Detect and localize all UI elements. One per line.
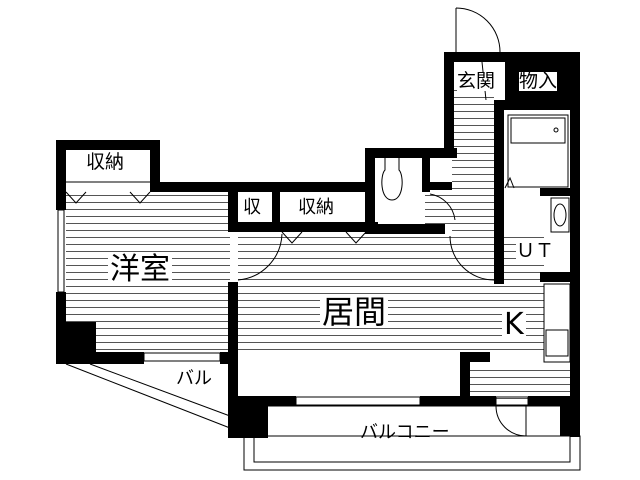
- label-living: 居間: [320, 293, 389, 331]
- label-storeroom: 物入: [519, 70, 558, 92]
- label-western-room: 洋室: [108, 252, 172, 287]
- label-balcony-side: バル: [176, 368, 212, 389]
- label-entrance: 玄関: [457, 70, 496, 92]
- label-unit-bath: ＵＴ: [516, 240, 555, 262]
- balconies: [65, 363, 581, 471]
- flooring-hatch: [66, 90, 576, 399]
- closet-fronts: [65, 181, 367, 244]
- label-kitchen: K: [502, 307, 526, 342]
- label-closet-western: 収納: [86, 151, 125, 173]
- walls: [56, 52, 580, 438]
- fixtures: [381, 114, 571, 363]
- label-balcony-main: バルコニー: [360, 422, 450, 443]
- label-closet-living: 収納: [298, 197, 334, 218]
- label-closet-small: 収: [243, 197, 261, 218]
- windows: [57, 209, 529, 406]
